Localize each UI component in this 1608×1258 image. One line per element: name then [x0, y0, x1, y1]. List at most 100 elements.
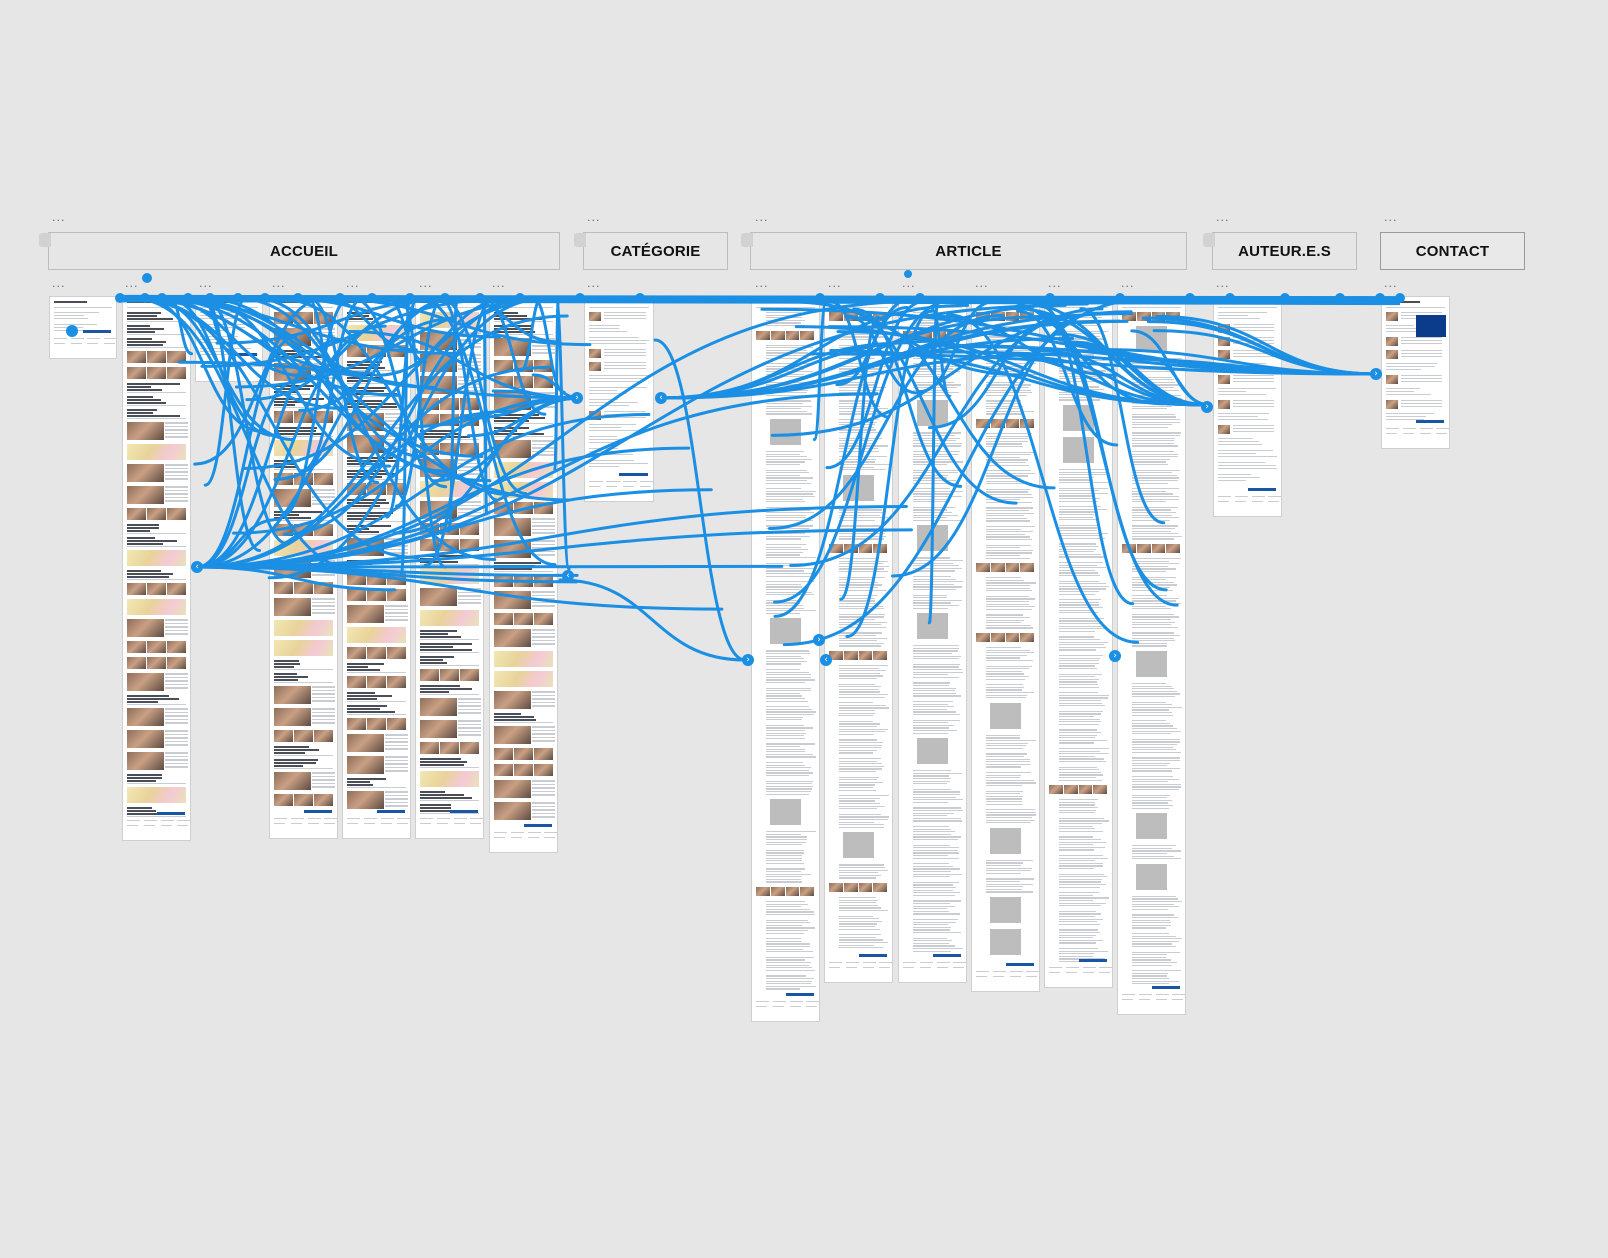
section-header-contact[interactable]: CONTACT: [1380, 232, 1525, 270]
artboard-content: [1059, 569, 1095, 571]
artboard-content: [623, 486, 635, 488]
artboard-content: [1122, 312, 1136, 321]
artboard-content: [420, 771, 479, 787]
artboard-content: [986, 579, 1025, 581]
section-header-categorie[interactable]: CATÉGORIE: [574, 232, 728, 270]
artboard-content: [127, 444, 186, 460]
artboard-more-icon[interactable]: ...: [199, 277, 213, 290]
artboard-content: [766, 791, 811, 793]
artboard-article-1[interactable]: [751, 296, 820, 1022]
artboard-content: [589, 393, 627, 395]
artboard-content: [829, 307, 888, 308]
section-more-icon[interactable]: ...: [1216, 211, 1230, 224]
prototype-link: [1130, 329, 1212, 407]
artboard-content: [1059, 657, 1101, 659]
artboard-content: [1218, 416, 1258, 418]
artboard-more-icon[interactable]: ...: [1121, 277, 1135, 290]
artboard-content: [532, 392, 555, 394]
artboard-content: [70, 338, 84, 340]
section-more-icon[interactable]: ...: [755, 211, 769, 224]
artboard-more-icon[interactable]: ...: [755, 277, 769, 290]
artboard-more-icon[interactable]: ...: [125, 277, 139, 290]
artboard-more-icon[interactable]: ...: [828, 277, 842, 290]
artboard-content: [839, 458, 877, 460]
artboard-content: [766, 679, 816, 681]
artboard-content: [1132, 751, 1182, 753]
artboard-content: [986, 793, 1021, 795]
artboard-content: [1059, 718, 1100, 720]
artboard-content: [770, 419, 801, 445]
artboard-content: [1132, 725, 1173, 727]
artboard-content: [839, 808, 878, 810]
artboard-content: [494, 716, 534, 718]
chevron-right-icon[interactable]: ›: [1201, 401, 1213, 413]
artboard-more-icon[interactable]: ...: [1384, 277, 1398, 290]
prototype-link: [491, 389, 582, 400]
artboard-content: [913, 831, 956, 833]
artboard-content: [127, 537, 156, 539]
chevron-right-icon[interactable]: ›: [742, 654, 754, 666]
prototype-hotspot: [1335, 293, 1345, 303]
artboard-content: [1386, 363, 1437, 365]
artboard-content: [1059, 913, 1101, 915]
section-header-accueil[interactable]: ACCUEIL: [39, 232, 560, 270]
artboard-content: [913, 578, 957, 580]
artboard-more-icon[interactable]: ...: [975, 277, 989, 290]
artboard-content: [766, 831, 817, 833]
artboard-content: [532, 701, 555, 703]
section-header-auteurs[interactable]: AUTEUR.E.S: [1203, 232, 1357, 270]
artboard-content: [494, 427, 529, 429]
artboard-more-icon[interactable]: ...: [587, 277, 601, 290]
artboard-content: [532, 532, 555, 534]
chevron-left-icon[interactable]: ‹: [191, 561, 203, 573]
artboard-content: [347, 403, 400, 405]
artboard-content: [314, 730, 333, 742]
chevron-left-icon[interactable]: ‹: [820, 654, 832, 666]
artboard-content: [766, 946, 811, 948]
artboard-content: [420, 791, 445, 793]
artboard-more-icon[interactable]: ...: [1216, 277, 1230, 290]
chevron-left-icon[interactable]: ‹: [655, 392, 667, 404]
section-more-icon[interactable]: ...: [587, 211, 601, 224]
artboard-more-icon[interactable]: ...: [419, 277, 433, 290]
artboard-content: [312, 711, 335, 713]
chevron-right-icon[interactable]: ›: [571, 392, 583, 404]
artboard-content: [347, 508, 406, 509]
chevron-left-icon[interactable]: ‹: [562, 570, 574, 582]
artboard-content: [1059, 817, 1105, 819]
artboard-content: [200, 312, 259, 314]
artboard-content: [1059, 953, 1094, 955]
artboard-accueil-menu[interactable]: [49, 296, 117, 359]
artboard-content: [589, 424, 637, 426]
artboard-more-icon[interactable]: ...: [1048, 277, 1062, 290]
artboard-content: [976, 419, 990, 428]
artboard-content: [766, 901, 805, 903]
artboard-content: [165, 429, 188, 431]
artboard-content: [766, 772, 814, 774]
artboard-more-icon[interactable]: ...: [52, 277, 66, 290]
artboard-content: [589, 436, 617, 438]
artboard-article-4[interactable]: [971, 296, 1040, 992]
chevron-right-icon[interactable]: ›: [813, 634, 825, 646]
artboard-content: [347, 701, 406, 702]
section-header-article[interactable]: ARTICLE: [741, 232, 1187, 270]
artboard-content: [986, 531, 1033, 533]
section-more-icon[interactable]: ...: [1384, 211, 1398, 224]
artboard-accueil-1[interactable]: [122, 296, 191, 841]
chevron-right-icon[interactable]: ›: [1370, 368, 1382, 380]
artboard-more-icon[interactable]: ...: [902, 277, 916, 290]
artboard-content: [986, 763, 1031, 765]
artboard-article-6[interactable]: [1117, 296, 1186, 1015]
artboard-content: [1059, 839, 1102, 841]
artboard-more-icon[interactable]: ...: [346, 277, 360, 290]
artboard-contact[interactable]: [1381, 296, 1450, 449]
artboard-content: [986, 891, 1033, 893]
section-more-icon[interactable]: ...: [52, 211, 66, 224]
artboard-content: [766, 756, 816, 758]
artboard-more-icon[interactable]: ...: [492, 277, 506, 290]
chevron-right-icon[interactable]: ›: [1109, 650, 1121, 662]
artboard-more-icon[interactable]: ...: [272, 277, 286, 290]
artboard-categorie[interactable]: [584, 296, 654, 502]
